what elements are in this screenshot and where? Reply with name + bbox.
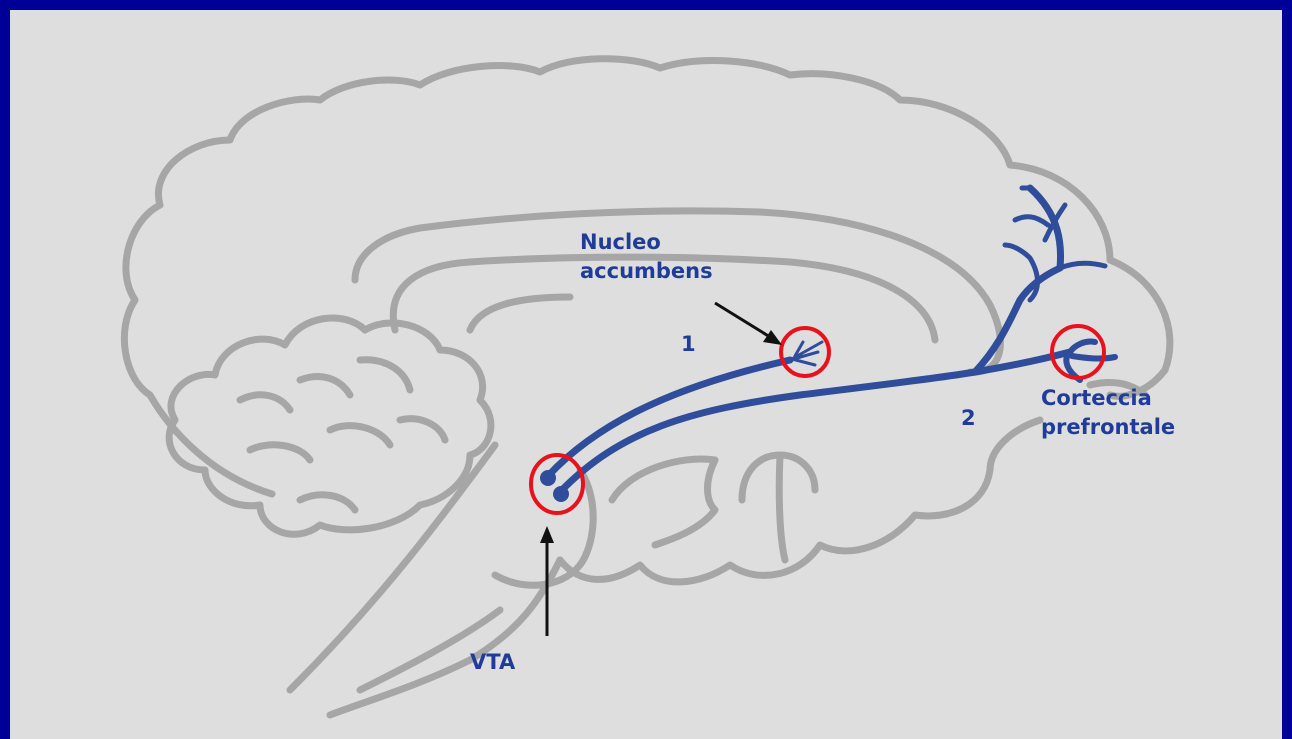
vta-neuron-body-2 xyxy=(553,486,569,502)
vta-arrow-head xyxy=(540,526,554,543)
accumbens-terminals xyxy=(790,342,822,365)
brain-outline xyxy=(124,59,1170,715)
accumbens-arrow-head xyxy=(763,330,782,345)
prefrontal-cortex-label: Corteccia prefrontale xyxy=(1041,384,1175,442)
hypothalamus-contour xyxy=(612,459,715,545)
pathway-1-label: 1 xyxy=(681,330,696,359)
pointer-arrows xyxy=(540,303,782,636)
pathway-2-label: 2 xyxy=(961,404,976,433)
vta-label: VTA xyxy=(470,648,515,677)
pons-contour xyxy=(495,470,593,585)
nucleus-accumbens-label: Nucleo accumbens xyxy=(580,228,713,286)
mesolimbic-pathway xyxy=(548,360,790,476)
thalamus-contour xyxy=(742,455,815,560)
cingulate-contour xyxy=(470,297,570,330)
cortical-branch-upper xyxy=(975,188,1061,372)
cerebellum-folia xyxy=(240,360,445,510)
accumbens-arrow-shaft xyxy=(715,303,770,337)
vta-neuron-body-1 xyxy=(540,470,556,486)
